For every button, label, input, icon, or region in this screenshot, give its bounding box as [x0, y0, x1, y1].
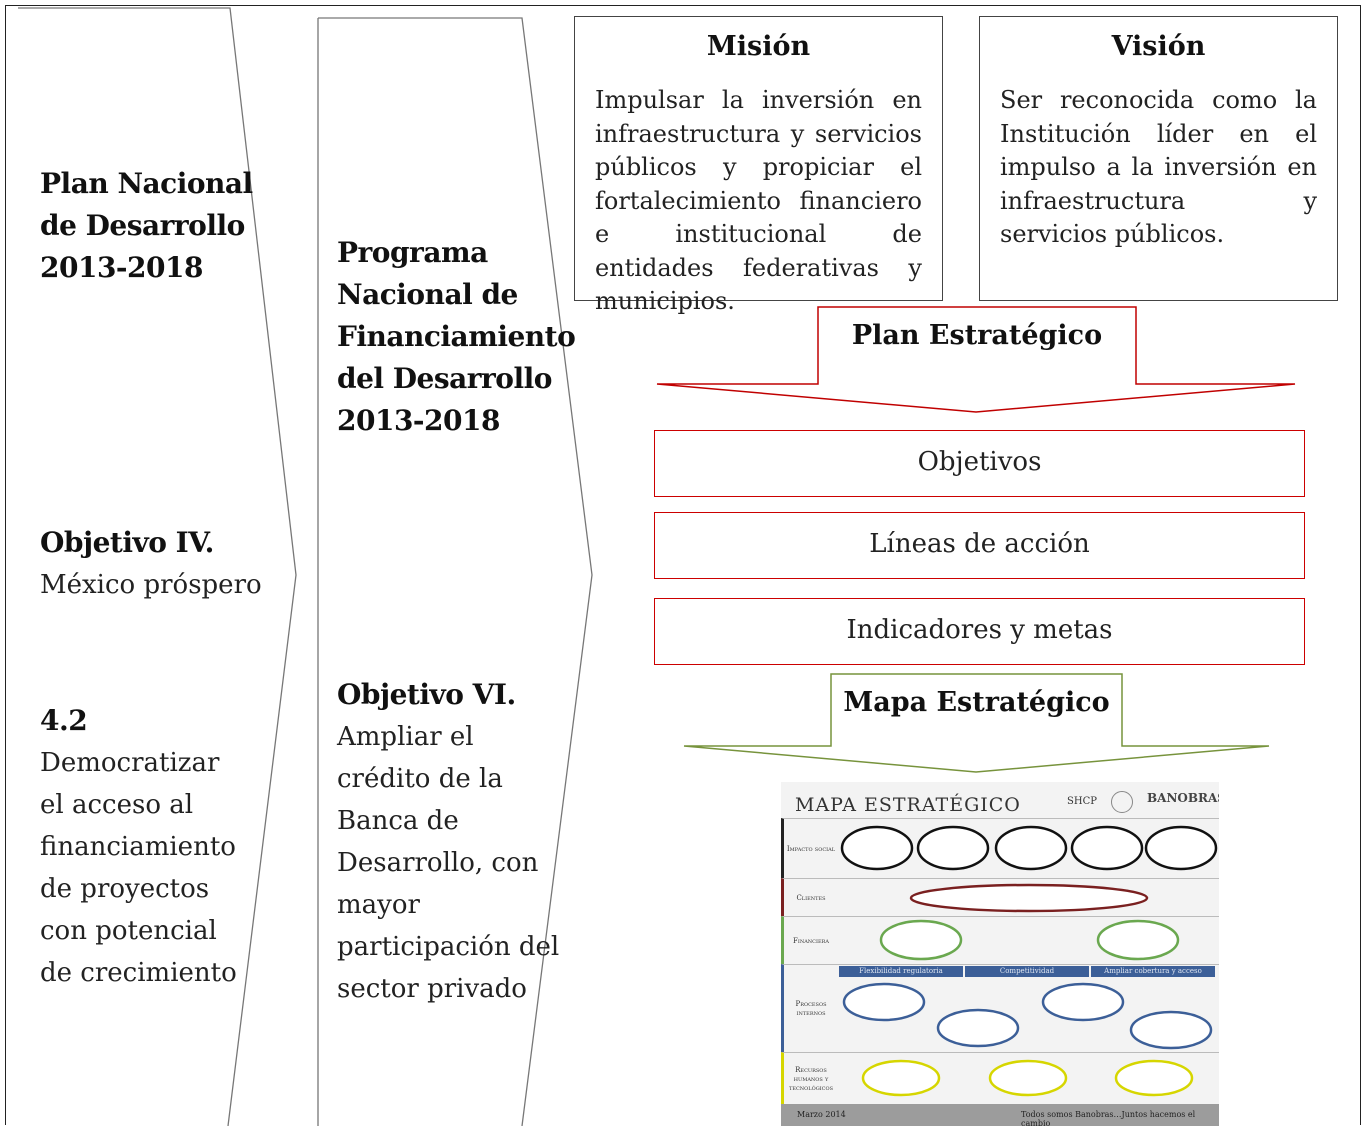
chevron-pnd	[18, 7, 297, 1126]
band-flexibilidad: Flexibilidad regulatoria	[839, 966, 963, 977]
objetivos-box: Objetivos	[654, 430, 1305, 497]
map-row-procesos: Procesos internos	[781, 964, 1219, 1053]
strategic-map-thumbnail: MAPA ESTRATÉGICO SHCP BANOBRAS Impacto s…	[781, 782, 1219, 1126]
mission-box: Misión Impulsar la inversión en infraest…	[574, 16, 943, 315]
mission-text: Impulsar la inversión en infraestructura…	[595, 86, 922, 315]
banobras-logo: BANOBRAS	[1147, 791, 1219, 805]
mission-title: Misión	[706, 31, 811, 62]
band-competitividad: Competitividad	[965, 966, 1089, 977]
mapa-estrategico-label: Mapa Estratégico	[843, 687, 1110, 718]
map-row-financiera: Financiera	[781, 916, 1219, 965]
plan-estrategico-arrow	[656, 306, 1296, 413]
vision-box: Visión Ser reconocida como la Institució…	[979, 16, 1338, 301]
shcp-logo: SHCP	[1067, 796, 1097, 807]
pronafide-title: Programa Nacional de Financiamiento del …	[337, 236, 576, 437]
diagram-frame	[5, 5, 1361, 1125]
vision-title: Visión	[1111, 31, 1206, 62]
map-footer: Marzo 2014 Todos somos Banobras…Juntos h…	[781, 1104, 1219, 1126]
plan-estrategico-label: Plan Estratégico	[851, 320, 1103, 351]
mapa-estrategico-arrow	[683, 673, 1270, 773]
pnd-objective: Objetivo IV. México próspero	[40, 526, 262, 600]
vision-text: Ser reconocida como la Institución líder…	[1000, 86, 1317, 248]
map-row-clientes: Clientes	[781, 878, 1219, 917]
band-cobertura: Ampliar cobertura y acceso	[1091, 966, 1215, 977]
map-row-recursos: Recursos humanos y tecnológicos	[781, 1052, 1219, 1105]
map-ellipses	[840, 825, 1218, 1097]
pronafide-objective: Objetivo VI. Ampliar el crédito de la Ba…	[337, 678, 560, 1004]
map-row-impacto: Impacto social	[781, 818, 1219, 879]
chevron-pronafide-right	[318, 17, 593, 1126]
seal-icon	[1111, 791, 1133, 813]
lineas-accion-box: Líneas de acción	[654, 512, 1305, 579]
pnd-title: Plan Nacional de Desarrollo 2013-2018	[40, 167, 253, 284]
indicadores-metas-box: Indicadores y metas	[654, 598, 1305, 665]
map-title: MAPA ESTRATÉGICO	[795, 794, 1021, 816]
pnd-strategy: 4.2 Democratizar el acceso al financiami…	[40, 704, 237, 988]
